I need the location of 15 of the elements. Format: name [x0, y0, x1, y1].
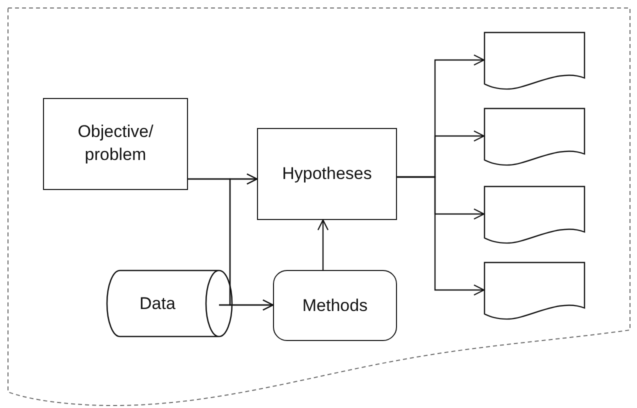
process-box	[257, 128, 397, 220]
data-cylinder	[107, 270, 232, 337]
document-shape	[484, 32, 585, 90]
process-box	[43, 98, 188, 190]
document-shape	[484, 108, 585, 166]
arrow	[219, 173, 258, 306]
node-label: Methods	[302, 296, 368, 316]
arrow	[397, 176, 485, 296]
rounded-box	[273, 270, 397, 341]
arrow	[317, 219, 329, 270]
document-shape	[484, 186, 585, 244]
document-shape	[484, 262, 585, 320]
node-label: Data	[140, 294, 176, 314]
node-label: Objective/ problem	[76, 121, 154, 166]
node-label: Hypotheses	[282, 164, 372, 184]
